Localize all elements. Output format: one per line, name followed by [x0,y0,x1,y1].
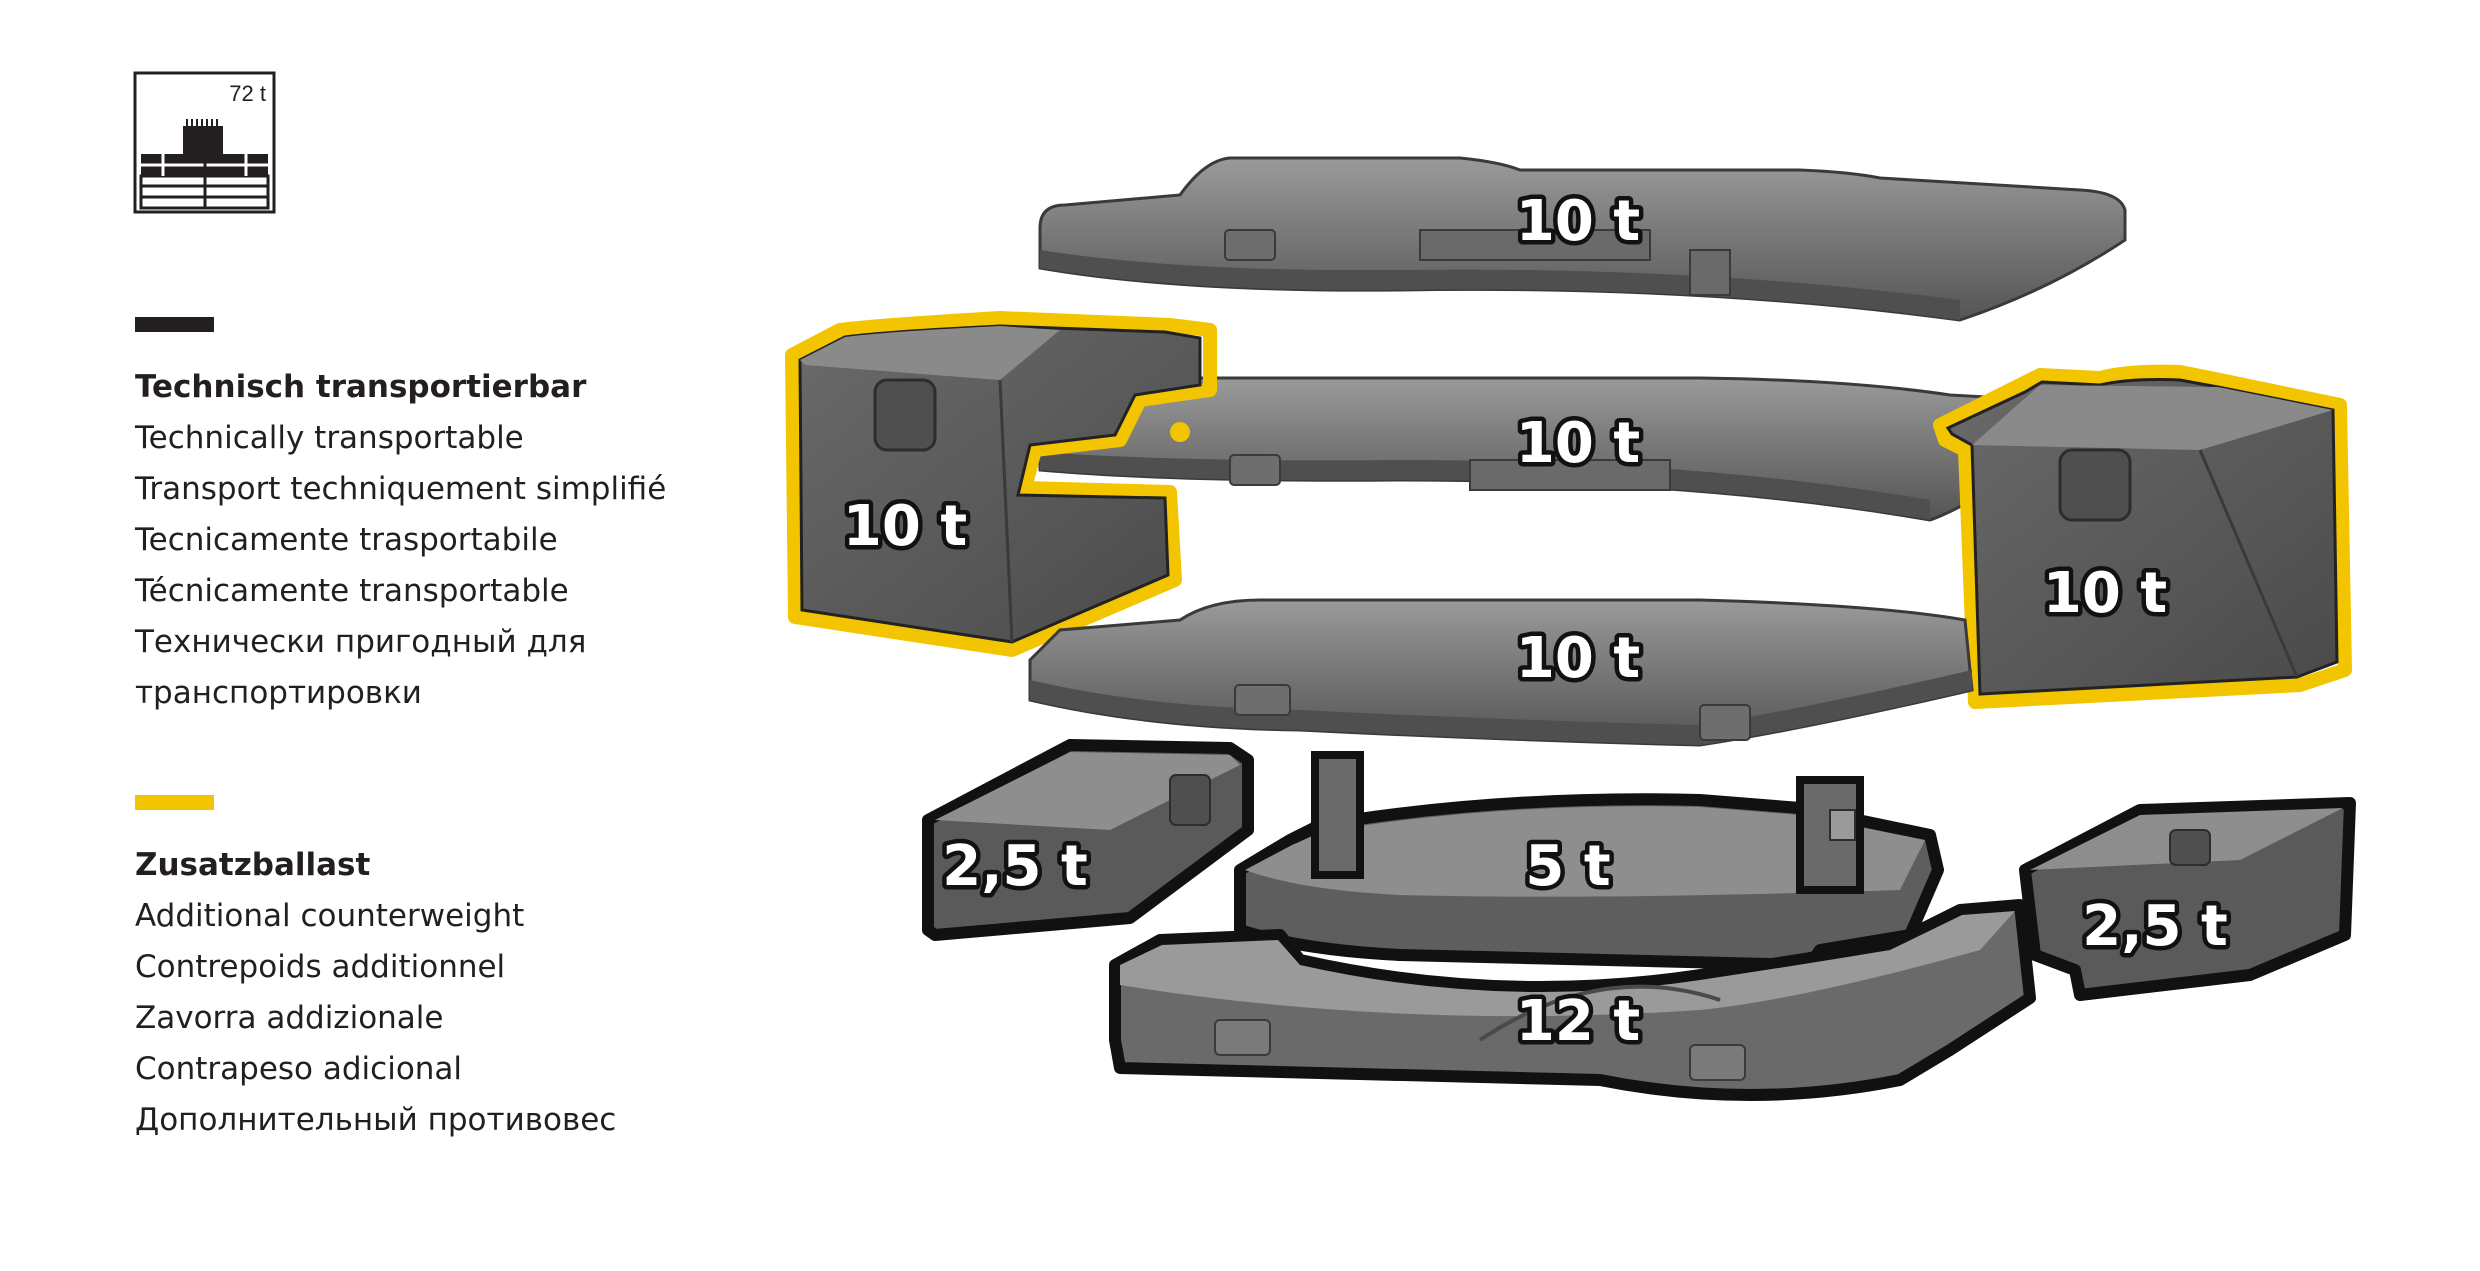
top-plate [1038,156,2127,322]
transportable-legend-line: транспортировки [135,675,422,711]
additional-legend-line: Contrapeso adicional [135,1051,463,1087]
spec-icon-label: 72 t [229,81,266,106]
base-plate [1109,899,2036,1101]
transportable-legend-line: Технически пригодный для [135,624,587,660]
right-block-weight-label: 10 t [2043,561,2167,626]
additional-legend-line: Zavorra addizionale [135,1000,444,1036]
additional-legend-swatch [135,795,214,810]
left-small-block-weight-label: 2,5 t [942,834,1087,899]
transportable-legend-line: Tecnicamente trasportabile [135,522,558,558]
middle-plate-weight-label: 10 t [1516,411,1640,476]
transportable-legend-title: Technisch transportierbar [135,369,587,405]
transportable-legend: Technisch transportierbar Technically tr… [135,362,666,719]
transportable-legend-line: Technically transportable [135,420,524,456]
middle-plate [1038,376,2042,522]
additional-legend-line: Дополнительный противовес [135,1102,617,1138]
crane-counterweight-icon: 72 t [133,71,276,214]
center-plate-weight-label: 5 t [1525,834,1610,899]
lower-plate [1028,598,1974,747]
top-plate-weight-label: 10 t [1516,189,1640,254]
left-block [785,311,1217,657]
additional-legend-line: Additional counterweight [135,898,525,934]
left-small-block [922,739,1254,941]
left-block-weight-label: 10 t [843,494,967,559]
transportable-legend-line: Técnicamente transportable [135,573,569,609]
base-plate-weight-label: 12 t [1516,989,1640,1054]
right-small-block-weight-label: 2,5 t [2082,894,2227,959]
additional-legend-title: Zusatzballast [135,847,371,883]
transportable-legend-line: Transport techniquement simplifié [135,471,667,507]
transportable-legend-swatch [135,317,214,332]
additional-legend: Zusatzballast Additional counterweight C… [135,840,616,1146]
right-block [1933,364,2352,709]
lower-plate-weight-label: 10 t [1516,626,1640,691]
additional-legend-line: Contrepoids additionnel [135,949,506,985]
right-small-block [2019,797,2356,1001]
center-plate [1234,751,1944,971]
